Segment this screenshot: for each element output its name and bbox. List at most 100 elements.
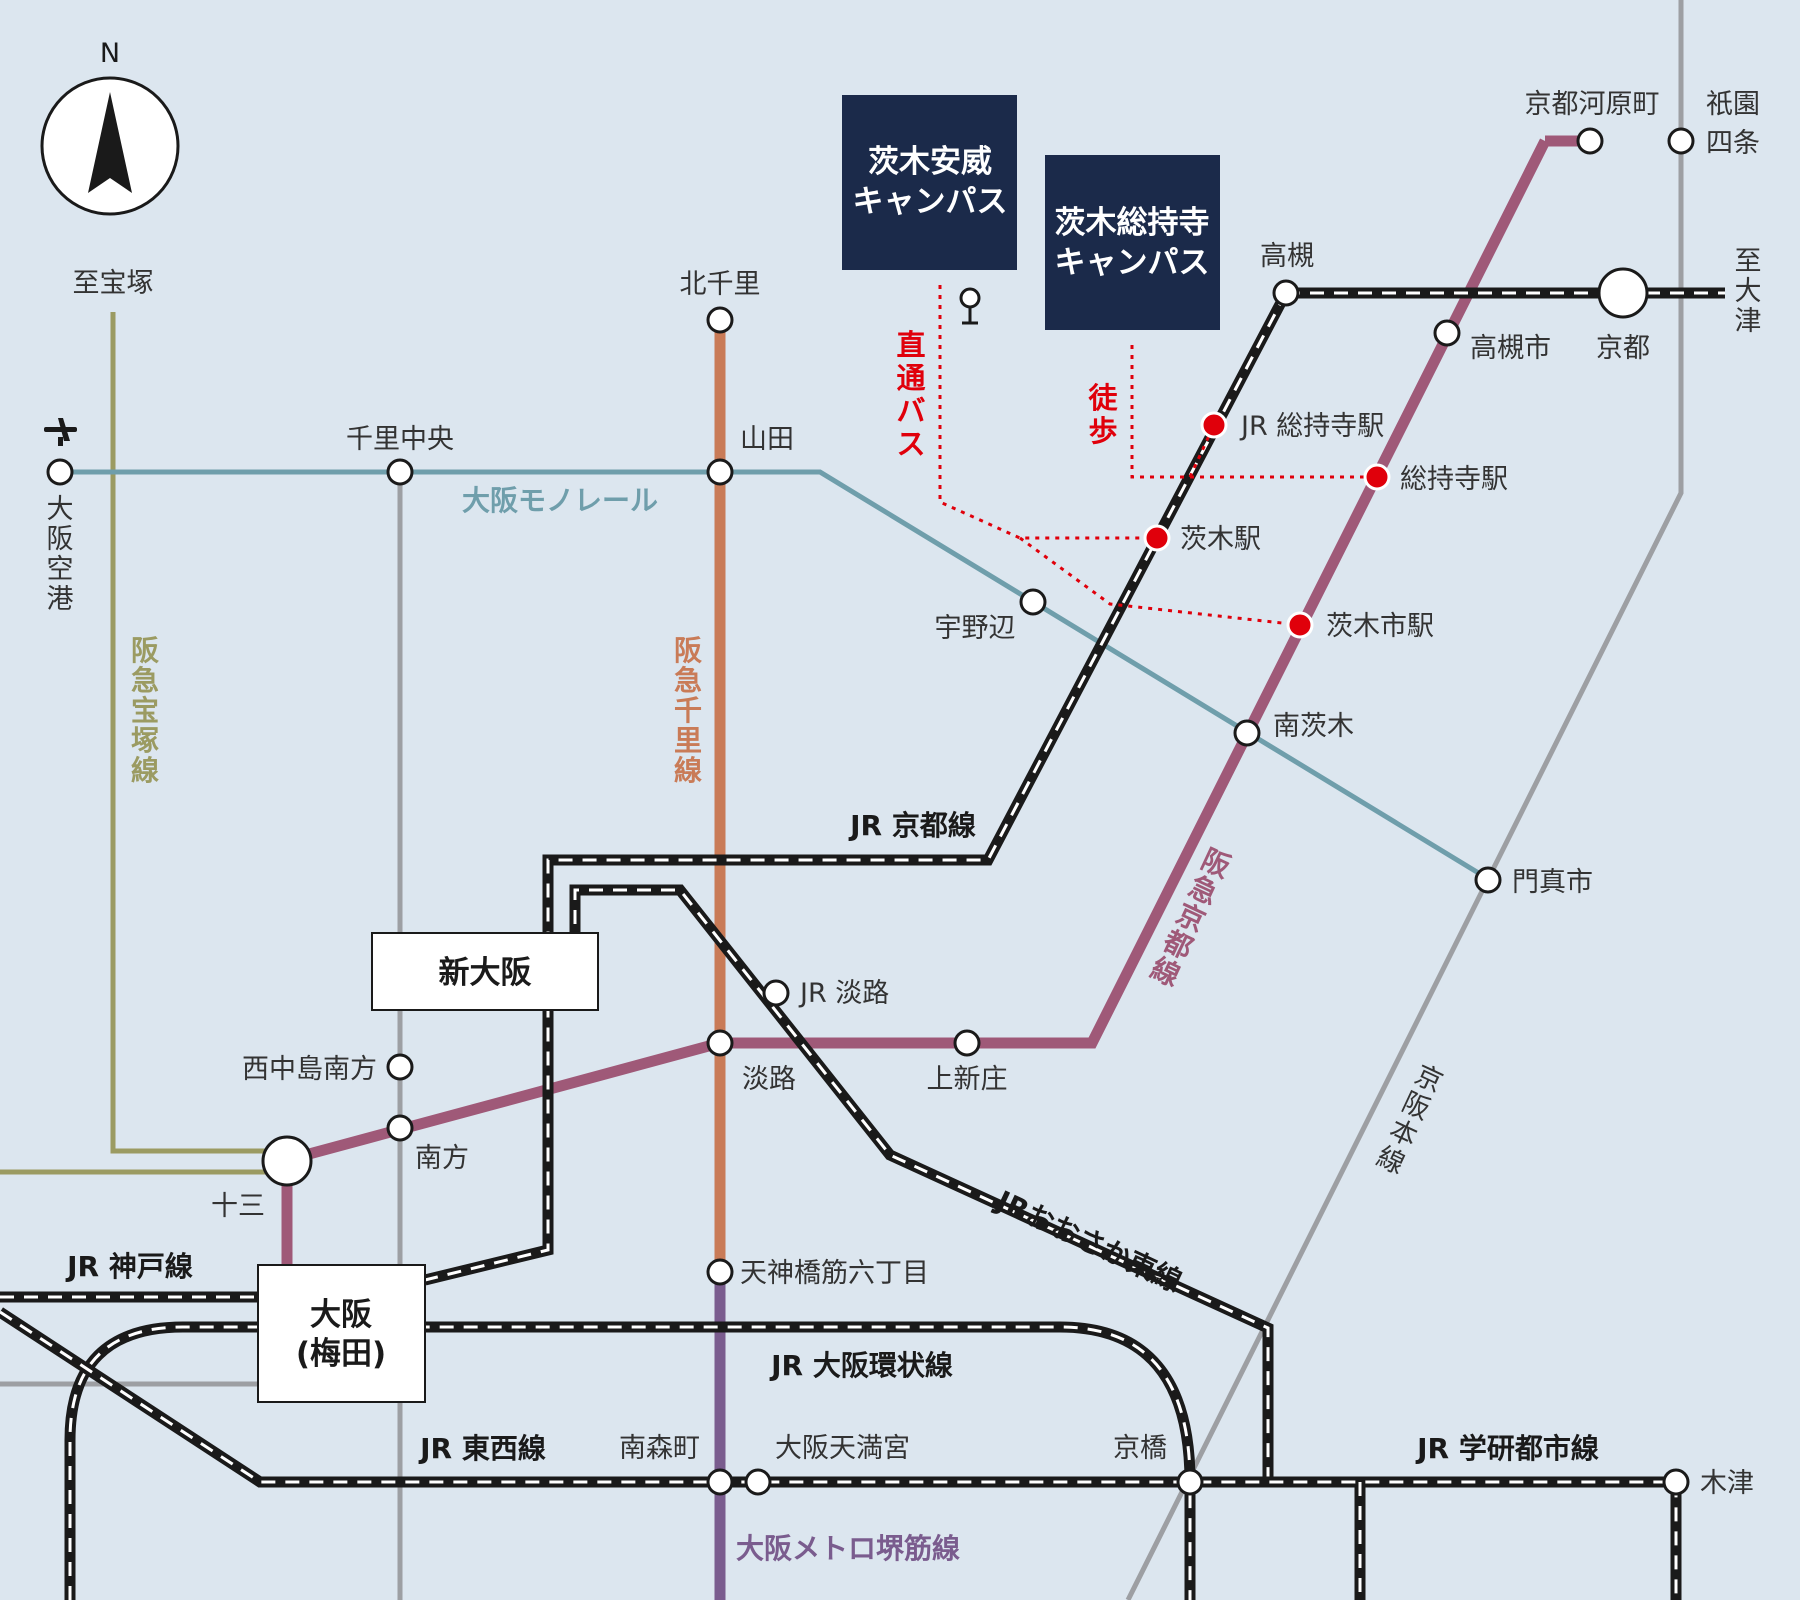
walk-route [1130, 345, 1377, 479]
umeda-label: (梅田) [296, 1336, 386, 1372]
label-jr-awaji: JR 淡路 [798, 978, 889, 1009]
shin-osaka-label: 新大阪 [439, 955, 532, 991]
station-takatsukishi[interactable] [1433, 319, 1461, 347]
svg-text:ス: ス [896, 427, 925, 461]
label-to-otsu: 至 大 津 [1735, 246, 1762, 337]
label-tenjinbashi: 天神橋筋六丁目 [740, 1258, 929, 1289]
keihan-main-line [1125, 0, 1684, 1600]
station-juso[interactable] [261, 1135, 313, 1187]
svg-text:阪: 阪 [674, 634, 702, 667]
label-takatsuki: 高槻 [1260, 241, 1314, 272]
north-arrow-icon [88, 92, 132, 193]
svg-text:宝: 宝 [131, 694, 159, 727]
label-nishinakajima: 西中島南方 [242, 1054, 377, 1085]
station-yamada[interactable] [706, 458, 734, 486]
svg-text:通: 通 [896, 361, 925, 395]
hankyu-takarazuka-line [110, 312, 285, 1154]
label-kyobashi: 京橋 [1113, 1433, 1167, 1464]
svg-text:徒: 徒 [1087, 381, 1118, 415]
station-kamishinjo[interactable] [953, 1029, 981, 1057]
svg-text:津: 津 [1735, 306, 1762, 337]
station-kyoto-kawaramachi[interactable] [1576, 127, 1604, 155]
campus-soji-line1: 茨木総持寺 [1055, 205, 1210, 241]
label-shijo: 四条 [1706, 128, 1760, 159]
label-kyoto-kawaramachi: 京都河原町 [1525, 89, 1660, 120]
label-minamimorimachi: 南森町 [619, 1433, 700, 1464]
svg-text:空: 空 [47, 554, 74, 585]
station-kyoto[interactable] [1597, 267, 1649, 319]
label-minamikata: 南方 [415, 1143, 469, 1174]
station-kizu[interactable] [1662, 1468, 1690, 1496]
svg-text:線: 線 [674, 754, 702, 787]
campus-ai-line1: 茨木安威 [868, 144, 992, 180]
label-awaji: 淡路 [742, 1064, 796, 1095]
station-osaka-tenmangu[interactable] [744, 1468, 772, 1496]
station-ibarakishi[interactable] [1286, 611, 1314, 639]
svg-text:大: 大 [47, 494, 74, 525]
svg-text:歩: 歩 [1088, 414, 1117, 448]
svg-text:港: 港 [47, 584, 74, 615]
svg-text:直: 直 [896, 328, 925, 362]
station-senri-chuo[interactable] [386, 458, 414, 486]
station-kyobashi[interactable] [1176, 1468, 1204, 1496]
campus-ibaraki-soji[interactable]: 茨木総持寺 キャンパス [1045, 155, 1220, 330]
station-kadomashi[interactable] [1474, 866, 1502, 894]
station-nishinakajima[interactable] [386, 1053, 414, 1081]
station-jr-awaji[interactable] [762, 979, 790, 1007]
station-ibaraki[interactable] [1143, 524, 1171, 552]
station-minami-ibaraki[interactable] [1233, 719, 1261, 747]
hub-osaka-umeda[interactable]: 大阪 (梅田) [257, 1264, 426, 1403]
label-jr-kobe: JR 神戸線 [65, 1250, 193, 1283]
svg-text:里: 里 [674, 724, 702, 757]
station-awaji[interactable] [706, 1029, 734, 1057]
hub-shin-osaka[interactable]: 新大阪 [371, 932, 599, 1011]
jr-tozai-gakken-line [0, 1307, 1682, 1600]
station-osaka-airport[interactable] [46, 458, 74, 486]
svg-text:塚: 塚 [131, 724, 159, 757]
station-sojiji[interactable] [1363, 463, 1391, 491]
svg-text:至: 至 [1735, 246, 1762, 277]
svg-text:大: 大 [1735, 276, 1762, 307]
label-jr-kyoto: JR 京都線 [848, 809, 976, 842]
label-jr-loop: JR 大阪環状線 [769, 1349, 953, 1382]
campus-ai-box [842, 95, 1017, 270]
station-minamikata[interactable] [386, 1114, 414, 1142]
label-hankyu-senri: 阪 急 千 里 線 [674, 634, 702, 787]
label-jr-tozai: JR 東西線 [418, 1432, 546, 1465]
station-jr-sojiji[interactable] [1200, 411, 1228, 439]
station-labels: 京都河原町 祇園 四条 北千里 高槻 高槻市 京都 千里中央 山田 JR 総持寺… [211, 89, 1760, 1499]
station-kitasenri[interactable] [706, 306, 734, 334]
jr-kyoto-line [423, 290, 1291, 1286]
label-jr-gakken: JR 学研都市線 [1415, 1432, 1599, 1465]
label-senri-chuo: 千里中央 [346, 424, 454, 455]
svg-text:阪: 阪 [131, 634, 159, 667]
north-compass: N [40, 38, 180, 216]
label-monorail: 大阪モノレール [462, 484, 658, 517]
label-sojiji: 総持寺駅 [1400, 464, 1508, 495]
campus-ai-line2: キャンパス [853, 184, 1008, 220]
label-metro-sakaisuji: 大阪メトロ堺筋線 [736, 1532, 960, 1565]
campus-ibaraki-ai[interactable]: 茨木安威 キャンパス [842, 95, 1017, 270]
stations [46, 127, 1695, 1496]
station-takatsuki[interactable] [1272, 279, 1300, 307]
bus-route [938, 285, 1301, 627]
label-kitasenri: 北千里 [680, 269, 761, 300]
label-minami-ibaraki: 南茨木 [1273, 711, 1354, 742]
label-kyoto: 京都 [1596, 333, 1650, 364]
label-kamishinjo: 上新庄 [927, 1064, 1008, 1095]
svg-text:千: 千 [674, 694, 702, 727]
svg-text:急: 急 [131, 664, 159, 697]
svg-text:線: 線 [131, 754, 159, 787]
label-yamada: 山田 [740, 424, 794, 455]
label-takatsukishi: 高槻市 [1470, 333, 1551, 364]
label-kizu: 木津 [1700, 1468, 1754, 1499]
station-gion-shijo[interactable] [1667, 127, 1695, 155]
label-gion: 祇園 [1706, 89, 1760, 120]
station-tenjinbashi[interactable] [706, 1258, 734, 1286]
station-minamimorimachi[interactable] [706, 1468, 734, 1496]
station-unobe[interactable] [1019, 588, 1047, 616]
svg-text:阪: 阪 [47, 524, 74, 555]
jr-loop-line [64, 1321, 1196, 1600]
campus-soji-box [1045, 155, 1220, 330]
